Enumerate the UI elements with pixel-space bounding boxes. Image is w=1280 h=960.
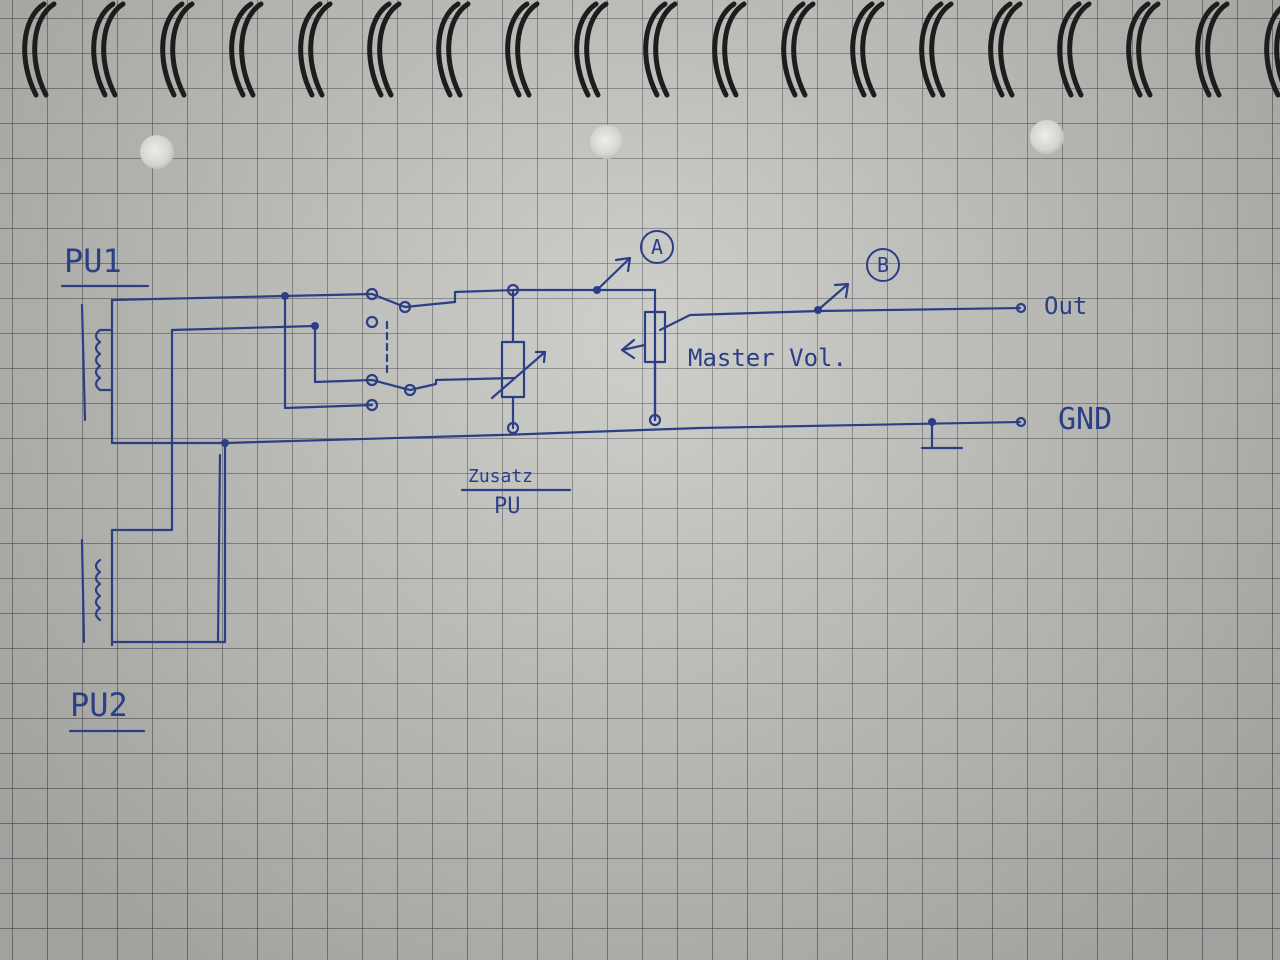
junction-dots (221, 286, 936, 447)
point-b-arrow (816, 282, 850, 312)
binding-coil (919, 1, 954, 98)
binding-coil (367, 1, 402, 98)
binding-coil (22, 1, 57, 98)
pickup1-label: PU1 (64, 242, 122, 280)
binding-coil (1195, 1, 1230, 98)
binding-coil (643, 1, 678, 98)
point-a-arrow (595, 256, 632, 292)
binding-coil (712, 1, 747, 98)
out-label: Out (1044, 292, 1088, 320)
pickup2-label: PU2 (70, 686, 128, 724)
punch-hole-left (140, 135, 174, 169)
punch-hole-center (590, 125, 624, 159)
point-a-label: A (640, 230, 674, 264)
wiring (110, 288, 1022, 644)
master-volume-pot (620, 310, 667, 422)
master-volume-label: Master Vol. (688, 344, 847, 372)
binding-coil (988, 1, 1023, 98)
binding-coil (781, 1, 816, 98)
point-b-label: B (866, 248, 900, 282)
switch-contacts (365, 283, 1027, 435)
binding-coil (298, 1, 333, 98)
binding-coil (574, 1, 609, 98)
extra-pickup-label-pu: PU (494, 494, 521, 519)
binding-coil (505, 1, 540, 98)
extra-pickup-pot (490, 290, 547, 430)
punch-hole-right (1030, 120, 1064, 154)
pickup2-coil (80, 528, 114, 647)
spiral-binding (22, 1, 1280, 98)
gnd-label: GND (1058, 402, 1113, 437)
binding-coil (160, 1, 195, 98)
binding-coil (91, 1, 126, 98)
binding-coil (850, 1, 885, 98)
binding-coil (1126, 1, 1161, 98)
binding-coil (436, 1, 471, 98)
pickup1-coil (80, 298, 114, 422)
binding-coil (1057, 1, 1092, 98)
binding-coil (229, 1, 264, 98)
extra-pickup-label: Zusatz (468, 466, 534, 487)
